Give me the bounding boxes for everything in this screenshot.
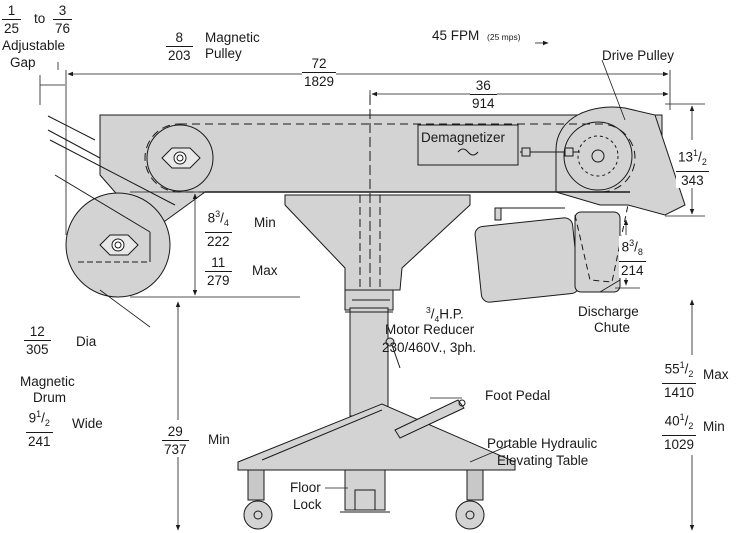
magnetic-pulley-label-1: Magnetic — [205, 30, 260, 45]
motor-hp: 3/4H.P. — [426, 305, 464, 325]
motor-reducer — [474, 217, 580, 303]
belt-speed: 45 FPM (25 mps) — [432, 28, 521, 43]
gap-to: to — [34, 11, 46, 26]
magnetic-pulley-label-2: Pulley — [205, 46, 242, 61]
chute-height-frac: 83/8 214 — [619, 236, 646, 279]
demagnetizer-label: Demagnetizer — [421, 130, 506, 145]
caster-left — [243, 500, 273, 530]
min-gap-unit: Min — [254, 215, 276, 230]
min-height-unit: Min — [208, 432, 230, 447]
hydraulic-column — [349, 307, 389, 417]
total-min-frac: 401/2 1029 — [662, 410, 697, 453]
foot-pedal-label: Foot Pedal — [485, 388, 551, 403]
table-label-2: Elevating Table — [497, 453, 589, 468]
drive-pulley-label: Drive Pulley — [602, 48, 675, 63]
motor-label: Motor Reducer — [385, 322, 475, 337]
total-min-unit: Min — [703, 419, 725, 434]
demagnetizer-box — [417, 124, 519, 166]
drum-dia-frac: 12 305 — [24, 324, 51, 357]
discharge-label-1: Discharge — [578, 304, 639, 319]
drum-wide-frac: 91/2 241 — [26, 409, 53, 450]
conveyor-belt — [144, 123, 636, 193]
min-height-frac: 29 737 — [162, 424, 189, 457]
gear-box — [574, 211, 621, 293]
drum-wide-unit: Wide — [72, 416, 103, 431]
gap-label-2: Gap — [10, 55, 36, 70]
gap-label-1: Adjustable — [2, 38, 66, 53]
half-length-frac: 36 914 — [470, 78, 497, 111]
table-base — [237, 403, 516, 471]
overall-length-frac: 72 1829 — [302, 56, 337, 89]
floor-lock-label-2: Lock — [293, 497, 322, 512]
total-max-unit: Max — [703, 367, 729, 382]
gap-frac-2: 3 76 — [53, 3, 73, 36]
table-label-1: Portable Hydraulic — [487, 436, 598, 451]
floor-lock-label-1: Floor — [290, 480, 321, 495]
drive-height-frac: 131/2 343 — [676, 146, 709, 189]
drum-dia-unit: Dia — [76, 334, 97, 349]
caster-right — [455, 500, 485, 530]
min-gap-frac: 83/4 222 — [205, 209, 232, 250]
max-gap-frac: 11 279 — [205, 255, 232, 288]
magnetic-drum-label-1: Magnetic — [20, 374, 75, 389]
gap-frac-1: 1 25 — [2, 3, 22, 36]
table-funnel — [284, 194, 471, 291]
total-max-frac: 551/2 1410 — [662, 358, 697, 401]
drive-pulley — [563, 121, 633, 191]
max-gap-unit: Max — [252, 263, 278, 278]
pulley-size-frac: 8 203 — [166, 30, 193, 63]
motor-voltage: 230/460V., 3ph. — [382, 340, 477, 355]
magnetic-drum-label-2: Drum — [33, 390, 66, 405]
foot-pedal-lever — [394, 399, 465, 439]
discharge-label-2: Chute — [594, 320, 631, 335]
